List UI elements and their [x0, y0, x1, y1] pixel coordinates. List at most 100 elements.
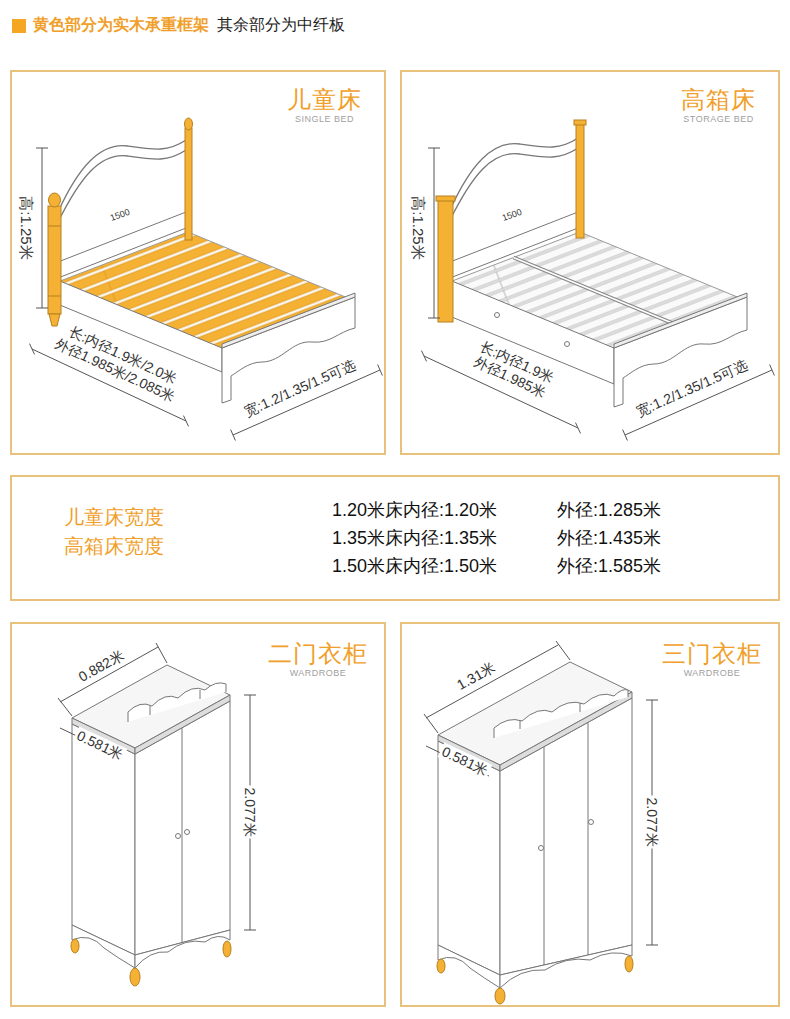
- dimension-tick: [428, 148, 440, 149]
- post-foot: [49, 314, 60, 326]
- dimension-tick: [184, 416, 189, 427]
- panel-heading: 二门衣柜WARDROBE: [268, 640, 368, 678]
- panel-heading: 三门衣柜WARDROBE: [662, 640, 762, 678]
- wood-post: [185, 128, 192, 240]
- dimension-label: 2.077米: [644, 795, 660, 848]
- three-door-wardrobe: [437, 662, 633, 1004]
- wood-post: [438, 200, 453, 322]
- panel-title: 二门衣柜: [268, 640, 368, 668]
- panel-subtitle: SINGLE BED: [287, 114, 362, 125]
- wood-foot: [130, 968, 140, 986]
- rail-hole: [495, 313, 500, 318]
- center-beam: [514, 258, 681, 327]
- dimension-label: 1500: [499, 206, 525, 224]
- wood-post: [48, 206, 61, 314]
- crown-board: [494, 690, 628, 738]
- dimension-label: 0.882米: [74, 646, 128, 686]
- dimension-lines: [58, 643, 256, 930]
- panel-subtitle: WARDROBE: [268, 668, 368, 679]
- dimension-tick: [770, 365, 775, 376]
- panel-box: 二门衣柜WARDROBE: [10, 622, 386, 1007]
- wood-foot: [437, 959, 445, 973]
- panel-heading: 高箱床STORAGE BED: [681, 86, 756, 124]
- panel-title: 高箱床: [681, 86, 756, 114]
- extension-line: [58, 698, 72, 716]
- crown-bracket: [200, 690, 201, 699]
- legend-text: 黄色部分为实木承重框架: [33, 15, 209, 36]
- panel-box: 儿童床SINGLE BED: [10, 70, 386, 455]
- headboard-rail: [58, 212, 186, 278]
- dimension-tick: [244, 930, 256, 931]
- dimension-tick: [244, 695, 256, 696]
- dimension-label: 1.31米: [452, 658, 499, 694]
- table-cell: 外径:1.585米: [555, 556, 663, 577]
- wood-foot: [495, 988, 505, 1004]
- foot-rim: [222, 293, 355, 348]
- header-bar: 黄色部分为实木承重框架其余部分为中纤板: [12, 15, 345, 36]
- storage-bed: [436, 120, 747, 407]
- header-note: 其余部分为中纤板: [217, 15, 345, 36]
- dimension-tick: [428, 318, 440, 319]
- wood-foot: [71, 939, 79, 953]
- dimension-tick: [576, 423, 581, 434]
- dimension-label: 高:1.25米: [17, 194, 34, 261]
- wood-foot: [625, 956, 633, 972]
- table-cell: 1.20米床内径:1.20米: [330, 500, 499, 521]
- dimension-label: 0.581米: [438, 742, 493, 779]
- dimension-label: 1500: [107, 206, 133, 224]
- dimension-tick: [36, 148, 48, 149]
- dimension-tick: [646, 700, 658, 701]
- center-beam: [514, 258, 681, 327]
- dimension-label: 0.581米: [73, 726, 128, 763]
- dimension-tick: [378, 365, 383, 376]
- cabinet-side: [72, 724, 135, 955]
- dimension-line: [42, 148, 43, 308]
- post-cap: [574, 120, 586, 125]
- dimension-line: [426, 645, 558, 718]
- wood-foot: [223, 941, 231, 957]
- door-knob: [539, 846, 544, 851]
- dimension-tick: [422, 351, 427, 362]
- panel-title: 儿童床宽度 高箱床宽度: [64, 503, 174, 561]
- headboard-arch: [450, 138, 578, 210]
- door-split: [588, 722, 589, 955]
- dimension-tick: [231, 430, 236, 441]
- dimension-lines: [30, 148, 383, 441]
- door-knob: [589, 820, 594, 825]
- dimension-label: 宽:1.2/1.35/1.5可选: [240, 355, 360, 420]
- wood-post: [576, 124, 584, 238]
- headboard-arch: [58, 140, 186, 212]
- door-split: [182, 728, 183, 942]
- table-cell: 外径:1.285米: [555, 500, 663, 521]
- dimension-lines: [422, 148, 775, 441]
- post-band: [48, 226, 61, 227]
- legend-item: 黄色部分为实木承重框架: [12, 15, 209, 36]
- post-cap: [436, 196, 455, 201]
- table-cell: 外径:1.435米: [555, 528, 663, 549]
- extension-line: [556, 641, 570, 660]
- dimension-tick: [646, 945, 658, 946]
- crown-bracket: [150, 706, 151, 715]
- panel-subtitle: WARDROBE: [662, 668, 762, 679]
- cabinet-skirt: [72, 925, 135, 968]
- two-door-wardrobe: [71, 665, 231, 986]
- table-cell: 1.50米床内径:1.50米: [330, 556, 499, 577]
- dimension-tick: [623, 430, 628, 441]
- panel-box: 高箱床STORAGE BED: [400, 70, 780, 455]
- panel-title: 三门衣柜: [662, 640, 762, 668]
- extension-line: [424, 714, 438, 733]
- headboard-rail: [450, 212, 578, 278]
- crown-bracket: [580, 703, 581, 712]
- crown-board: [128, 683, 226, 722]
- dimension-line: [434, 148, 435, 318]
- cabinet-skirt: [438, 945, 500, 988]
- table-cell: 1.35米床内径:1.35米: [330, 528, 499, 549]
- dimension-tick: [30, 344, 35, 355]
- crown-bracket: [520, 720, 521, 729]
- post-band: [48, 296, 61, 297]
- dimension-lines: [424, 641, 658, 945]
- post-finial: [185, 118, 193, 130]
- panel-title: 儿童床: [287, 86, 362, 114]
- door-knob: [185, 830, 190, 835]
